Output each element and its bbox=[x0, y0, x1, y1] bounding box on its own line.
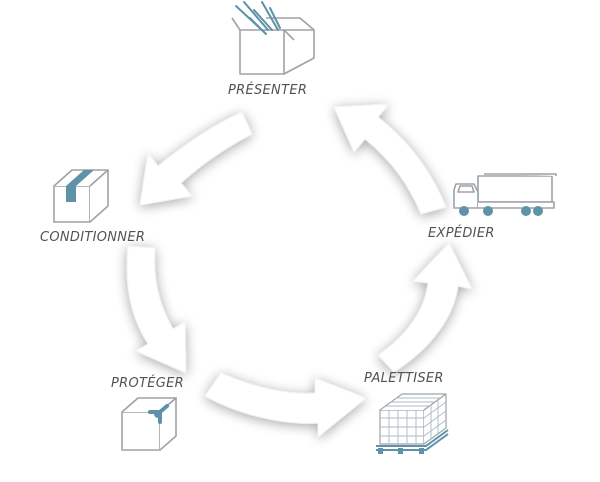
step-label-palettiser: PALETTISER bbox=[364, 371, 444, 386]
step-label-conditionner: CONDITIONNER bbox=[40, 230, 146, 245]
arrow-expedier-to-presenter bbox=[333, 103, 447, 215]
truck-icon bbox=[453, 173, 557, 216]
step-label-presenter: PRÉSENTER bbox=[228, 83, 308, 98]
arrow-presenter-to-conditionner bbox=[139, 111, 253, 206]
arrow-palettiser-to-expedier bbox=[377, 242, 473, 373]
corner-protector-box-icon bbox=[121, 397, 177, 451]
arrow-conditionner-to-proteger bbox=[126, 245, 187, 374]
open-box-icon bbox=[231, 1, 315, 75]
step-label-proteger: PROTÉGER bbox=[111, 376, 184, 391]
pallet-icon bbox=[376, 393, 449, 454]
arrow-proteger-to-palettiser bbox=[204, 372, 367, 439]
taped-box-icon bbox=[53, 169, 109, 223]
step-label-expedier: EXPÉDIER bbox=[428, 226, 495, 241]
